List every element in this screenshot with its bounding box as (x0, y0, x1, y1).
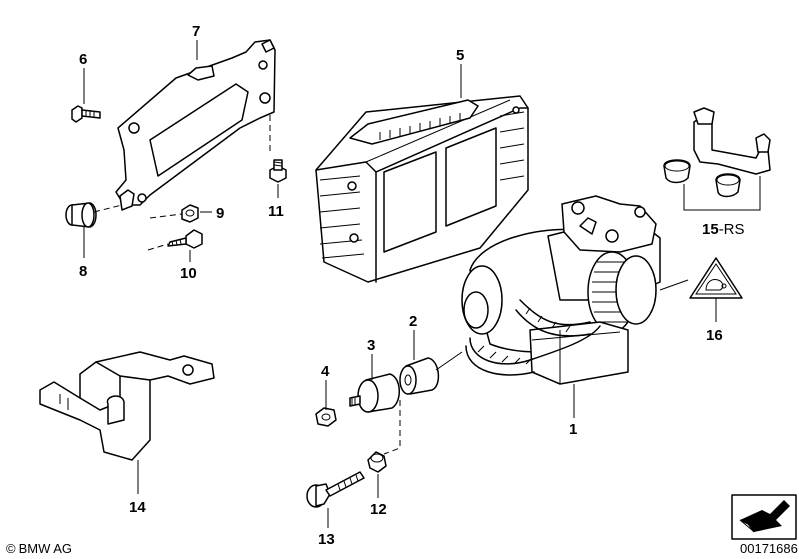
label-14: 14 (129, 499, 146, 516)
rubber-mount-part-2[interactable] (399, 351, 463, 395)
label-16: 16 (706, 327, 723, 344)
label-13: 13 (318, 531, 335, 548)
copyright: ©BMW AG (6, 541, 72, 556)
control-unit-part-5[interactable] (315, 95, 529, 283)
label-9: 9 (216, 205, 224, 222)
label-3: 3 (367, 337, 375, 354)
diagram-id: 00171686 (740, 541, 798, 556)
bolt-part-11[interactable] (269, 159, 287, 183)
label-2: 2 (409, 313, 417, 330)
label-5: 5 (456, 47, 464, 64)
nut-part-4[interactable] (315, 407, 337, 427)
bolt-part-13[interactable] (306, 471, 365, 508)
bolt-part-6[interactable] (71, 105, 101, 123)
label-7: 7 (192, 23, 200, 40)
label-4: 4 (321, 363, 330, 380)
support-bracket-part-14[interactable] (39, 351, 215, 461)
nut-part-9[interactable] (149, 204, 199, 223)
damper-part-3[interactable] (349, 373, 400, 413)
hose-set-part-15[interactable] (663, 107, 771, 211)
label-6: 6 (79, 51, 87, 68)
label-12: 12 (370, 501, 387, 518)
label-10: 10 (180, 265, 197, 282)
label-8: 8 (79, 263, 87, 280)
bracket-part-7[interactable] (115, 39, 276, 211)
label-11: 11 (268, 203, 284, 220)
spacer-part-12[interactable] (367, 400, 401, 473)
pump-motor-part-1[interactable] (461, 195, 661, 385)
warning-label-part-16[interactable] (659, 257, 743, 322)
screw-part-10[interactable] (147, 229, 203, 251)
label-15: 15-RS (702, 221, 745, 238)
grommet-part-8[interactable] (65, 202, 123, 228)
label-1: 1 (569, 421, 577, 438)
reference-arrow-box (731, 494, 797, 540)
